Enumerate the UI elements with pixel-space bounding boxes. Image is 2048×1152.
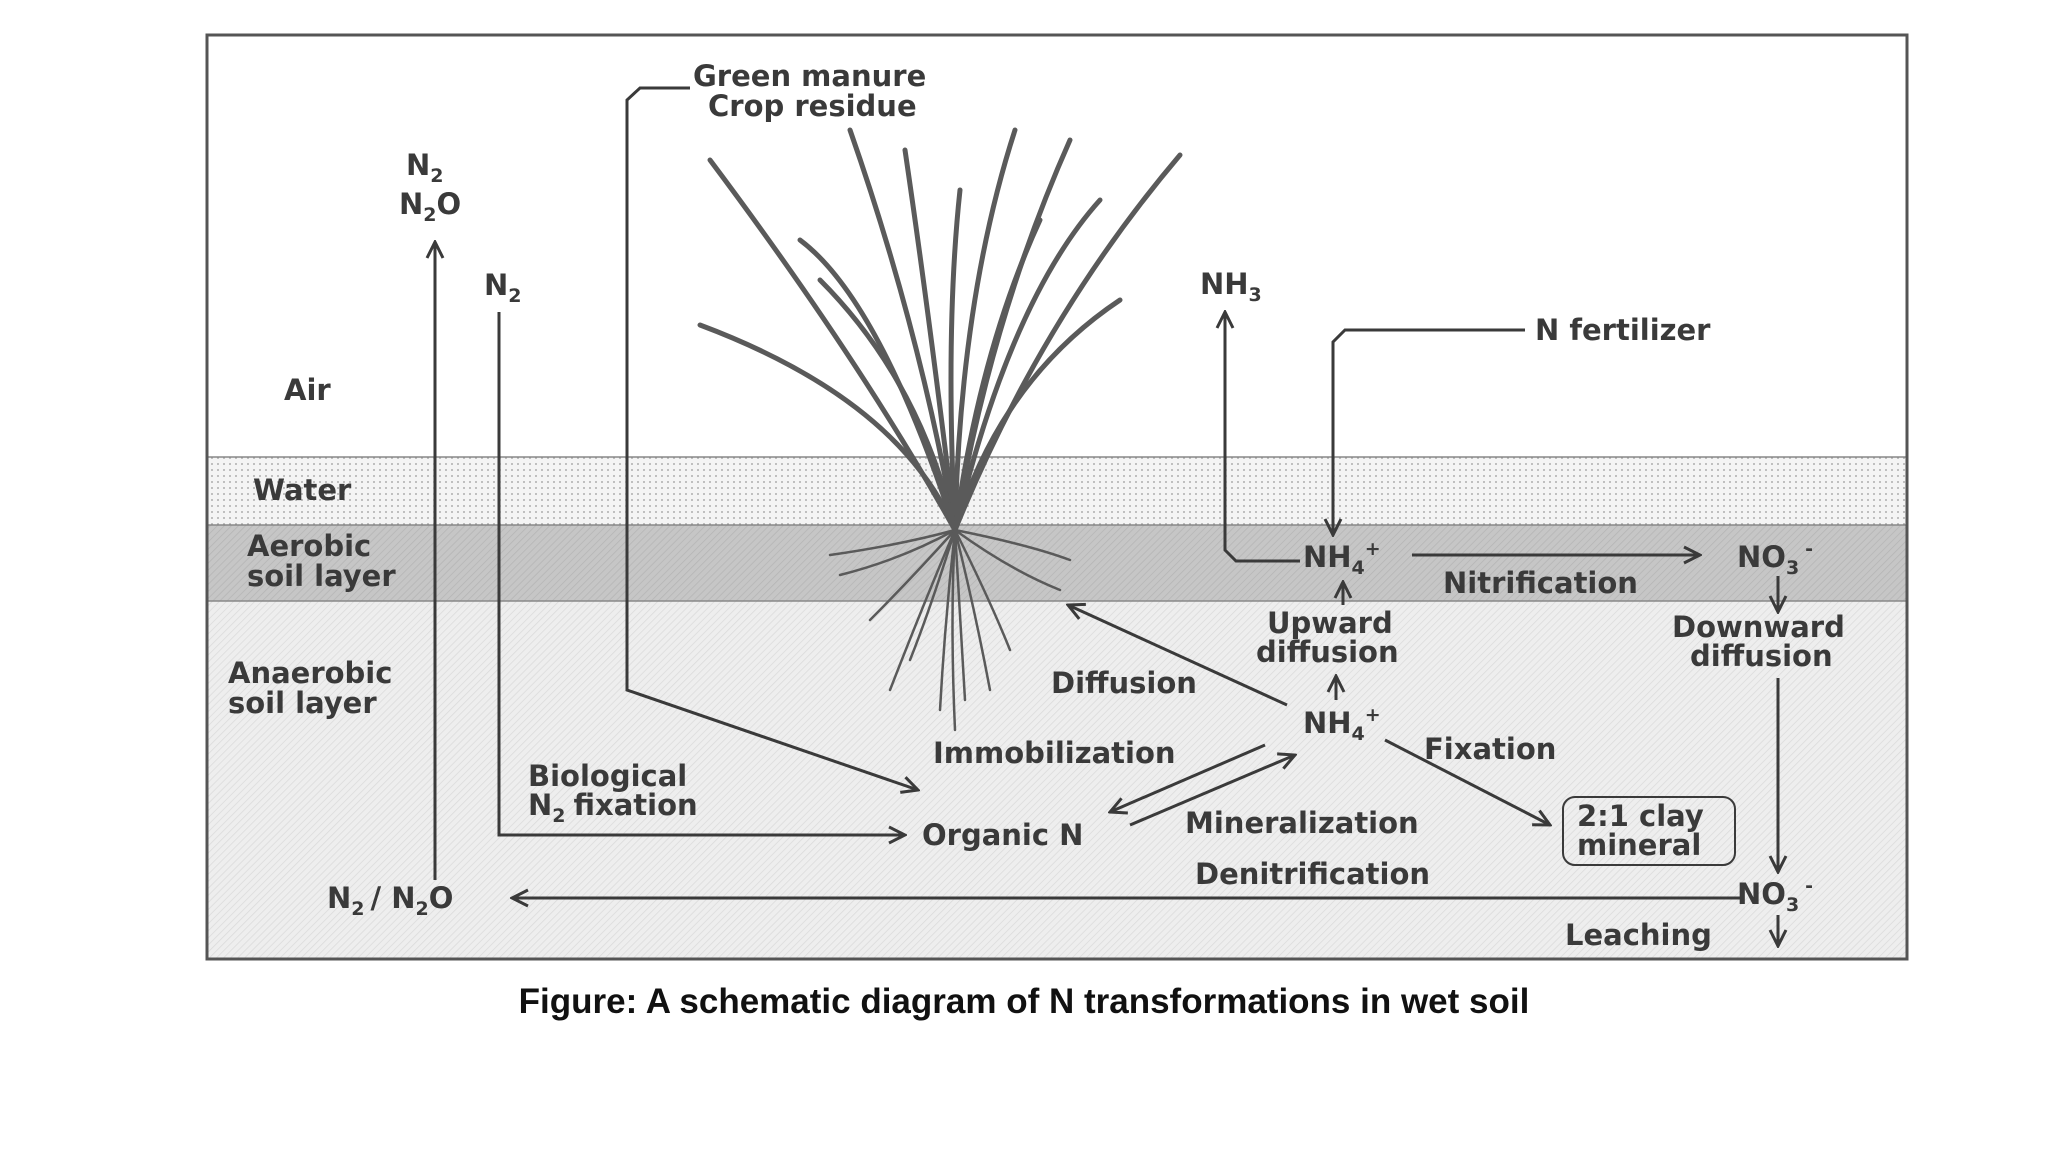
nh3-label: NH3 <box>1200 267 1262 306</box>
diffusion-label: Diffusion <box>1051 666 1197 700</box>
anaerobic-soil-layer <box>207 601 1907 959</box>
n2-fixation-source-label: N2 <box>484 268 522 307</box>
mineralization-label: Mineralization <box>1185 806 1419 840</box>
anaerobic-label-line2: soil layer <box>228 686 377 720</box>
immobilization-label: Immobilization <box>933 736 1176 770</box>
n-fertilizer-label: N fertilizer <box>1535 313 1711 347</box>
clay-label-line1: 2:1 clay <box>1577 799 1704 833</box>
organic-n-label: Organic N <box>922 818 1083 852</box>
green-manure-label: Green manure <box>693 59 926 93</box>
fixation-label: Fixation <box>1424 732 1556 766</box>
downward-label-line2: diffusion <box>1690 639 1833 673</box>
air-layer <box>207 35 1907 457</box>
clay-mineral-box <box>1562 796 1736 866</box>
water-label: Water <box>253 473 352 507</box>
anaerobic-label-line1: Anaerobic <box>228 656 392 690</box>
nitrification-label: Nitrification <box>1443 566 1638 600</box>
downward-label-line1: Downward <box>1672 610 1845 644</box>
denitrification-label: Denitrification <box>1195 857 1430 891</box>
aerobic-label-line1: Aerobic <box>247 529 371 563</box>
n2o-top-label: N2O <box>399 187 461 226</box>
nh4-anaerobic-label: NH4+ <box>1303 704 1381 745</box>
figure-caption: Figure: A schematic diagram of N transfo… <box>518 982 1530 1021</box>
upward-label-line2: diffusion <box>1256 635 1399 669</box>
aerobic-label-line2: soil layer <box>247 559 396 593</box>
water-layer <box>207 457 1907 525</box>
no3-aerobic-label: NO3- <box>1737 538 1813 579</box>
clay-label-line2: mineral <box>1577 828 1701 862</box>
crop-residue-label: Crop residue <box>708 89 917 123</box>
diagram-frame <box>205 33 1909 961</box>
upward-label-line1: Upward <box>1267 606 1393 640</box>
no3-bottom-label: NO3- <box>1737 875 1813 916</box>
nh4-aerobic-label: NH4+ <box>1303 538 1381 579</box>
biological-label-line1: Biological <box>528 759 687 793</box>
leaching-label: Leaching <box>1565 918 1712 952</box>
air-label: Air <box>284 373 331 407</box>
n2-n2o-bottom-label: N2/ N2O <box>327 881 453 920</box>
rice-plant-illustration <box>697 127 1183 732</box>
n2-top-label: N2 <box>406 148 444 187</box>
arrows <box>435 86 1778 946</box>
